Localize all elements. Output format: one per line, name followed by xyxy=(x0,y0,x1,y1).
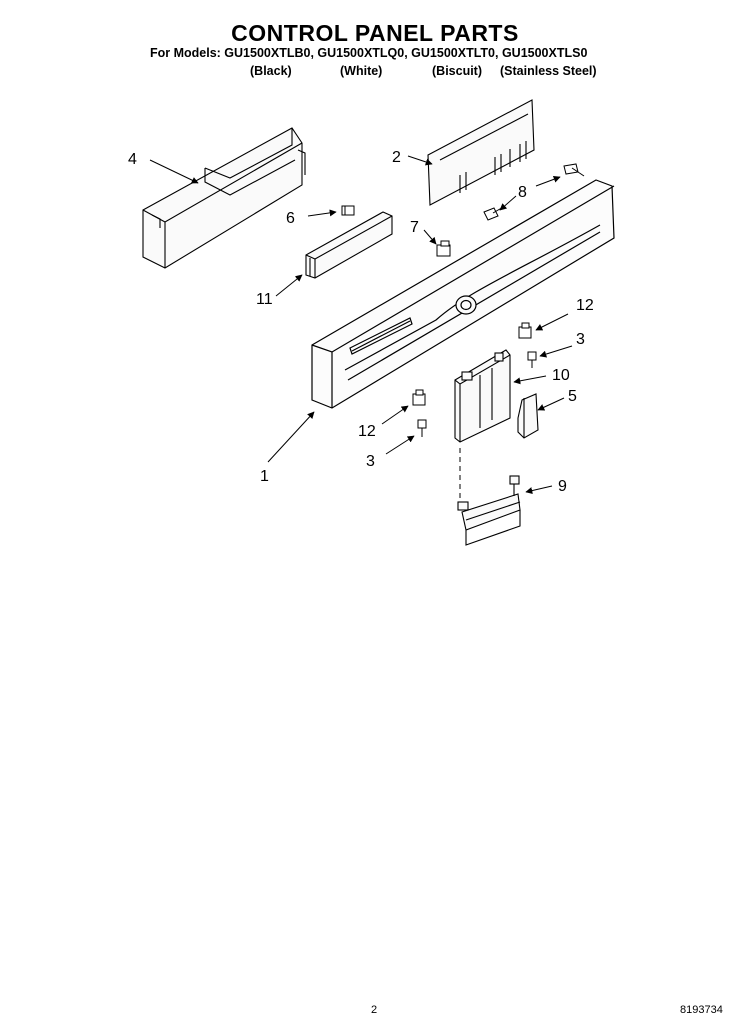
part-3-screw-upper xyxy=(527,351,537,368)
callout-3-lower: 3 xyxy=(366,453,375,470)
callout-7: 7 xyxy=(410,219,419,236)
page-title: CONTROL PANEL PARTS xyxy=(231,20,519,46)
part-5-latch xyxy=(517,393,539,439)
callout-8: 8 xyxy=(518,184,527,201)
part-4-housing xyxy=(142,127,306,269)
finish-white: (White) xyxy=(340,64,383,78)
part-12-clip-upper xyxy=(518,322,532,339)
callout-12-lower: 12 xyxy=(358,423,376,440)
callout-5: 5 xyxy=(568,388,577,405)
part-2-circuit-board xyxy=(427,99,535,206)
part-12-clip-lower xyxy=(412,389,426,406)
callout-1: 1 xyxy=(260,468,269,485)
part-10-bracket xyxy=(454,349,511,443)
finish-biscuit: (Biscuit) xyxy=(432,64,482,78)
callout-9: 9 xyxy=(558,478,567,495)
callout-3-upper: 3 xyxy=(576,331,585,348)
page-number: 2 xyxy=(371,1004,378,1016)
models-line: For Models: GU1500XTLB0, GU1500XTLQ0, GU… xyxy=(150,46,588,60)
part-7-switch xyxy=(436,240,451,257)
callout-4: 4 xyxy=(128,151,137,168)
part-8-screws xyxy=(483,163,585,221)
part-6-clip xyxy=(341,205,355,216)
part-9-rail xyxy=(457,475,521,546)
callout-6: 6 xyxy=(286,210,295,227)
finish-black: (Black) xyxy=(250,64,292,78)
finish-stainless-steel: (Stainless Steel) xyxy=(500,64,597,78)
callout-11: 11 xyxy=(256,291,273,308)
part-1-control-panel xyxy=(311,179,615,409)
part-number: 8193734 xyxy=(680,1004,723,1016)
callout-2: 2 xyxy=(392,149,401,166)
part-11-interface-module xyxy=(305,211,393,279)
leader-lines xyxy=(149,155,573,494)
callout-10: 10 xyxy=(552,367,570,384)
part-3-screw-lower xyxy=(417,419,427,437)
callout-12-upper: 12 xyxy=(576,297,594,314)
